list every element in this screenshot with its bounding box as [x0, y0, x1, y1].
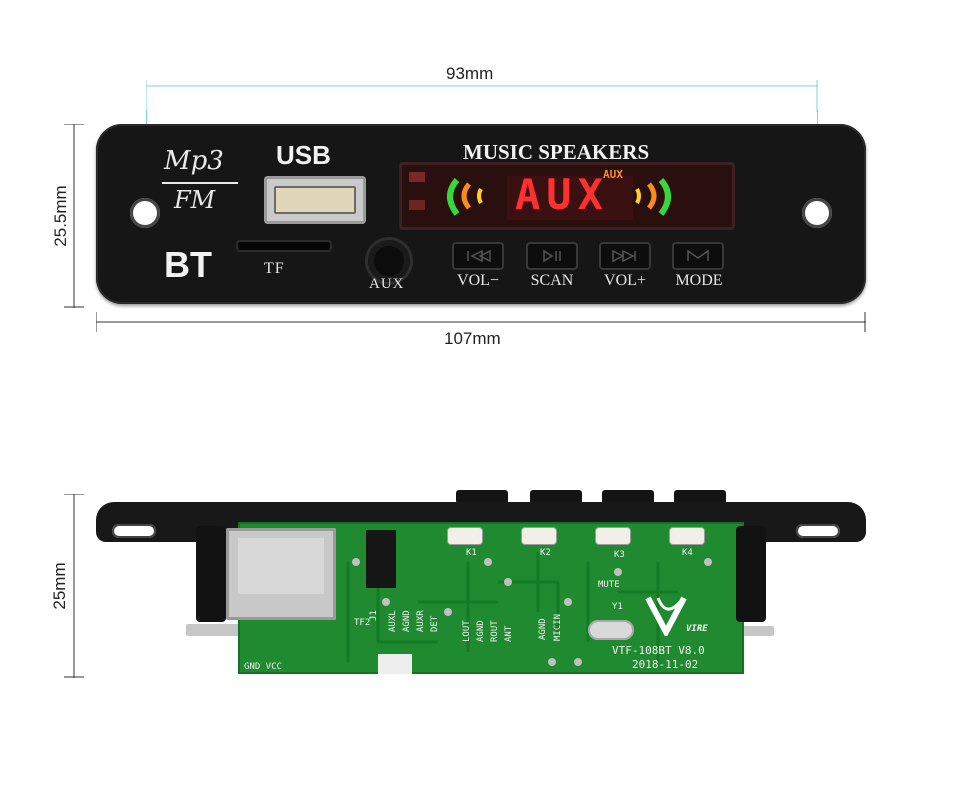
mode-button[interactable] — [672, 242, 724, 270]
aux-label: AUX — [369, 276, 405, 292]
left-mount-post — [196, 526, 226, 622]
top-height-label: 25.5mm — [51, 185, 70, 247]
usb-port-tongue — [274, 186, 356, 214]
k4-label: K4 — [682, 548, 693, 558]
left-mount-hole — [130, 198, 160, 228]
pin-auxl: AUXL — [388, 610, 398, 632]
pin-auxr: AUXR — [416, 610, 426, 632]
right-mount-hole — [802, 198, 832, 228]
vol-down-label: VOL− — [457, 272, 499, 289]
display-main-text: AUX — [515, 170, 609, 219]
mode-label: MODE — [675, 272, 723, 289]
bt-label: BT — [164, 244, 212, 285]
top-height-dimension — [64, 124, 84, 308]
sd-card-holder — [226, 528, 336, 620]
vol-down-button[interactable] — [452, 242, 504, 270]
scan-button[interactable] — [526, 242, 578, 270]
ic-chip — [366, 530, 396, 588]
pin-agnd-mid: AGND — [476, 620, 486, 642]
aux-jack — [368, 240, 410, 282]
music-speakers-title: MUSIC SPEAKERS — [463, 140, 650, 164]
k2-label: K2 — [540, 548, 551, 558]
k3-label: K3 — [614, 550, 625, 560]
right-mount-post — [736, 526, 766, 622]
overall-width-dimension: 107mm — [96, 312, 866, 348]
mp3-logo: Mp3 — [164, 146, 224, 176]
model-label: VTF-108BT V8.0 — [612, 644, 705, 657]
top-width-label: 93mm — [446, 64, 494, 83]
left-bracket — [186, 624, 240, 636]
vire-brand-label: VIRE — [686, 624, 708, 634]
scan-label: SCAN — [530, 272, 574, 289]
pin-micin: MICIN — [553, 613, 563, 641]
bottom-height-label: 25mm — [50, 562, 69, 610]
pin-lout: LOUT — [462, 620, 472, 642]
date-label: 2018-11-02 — [632, 658, 699, 671]
mute-label: MUTE — [598, 580, 620, 590]
right-ear-hole — [796, 524, 840, 538]
k1-label: K1 — [466, 548, 477, 558]
overall-width-label: 107mm — [444, 329, 501, 348]
button-caps-row — [456, 490, 726, 504]
k2-switch — [522, 528, 556, 544]
logo-divider — [162, 182, 238, 184]
pin-j1: J1 — [369, 610, 379, 621]
display-graphics — [409, 172, 671, 220]
tf-label: TF — [264, 260, 285, 277]
previous-icon — [467, 249, 491, 263]
vol-up-label: VOL+ — [604, 272, 646, 289]
usb-port — [264, 176, 366, 224]
pin-det: DET — [430, 615, 440, 632]
crystal-oscillator — [588, 620, 634, 640]
k1-switch — [448, 528, 482, 544]
y1-label: Y1 — [612, 602, 623, 612]
pin-rout: ROUT — [490, 620, 500, 642]
left-ear-hole — [112, 524, 156, 538]
white-connector — [378, 654, 412, 674]
vol-up-button[interactable] — [599, 242, 651, 270]
pin-ant: ANT — [504, 625, 514, 642]
tf-card-slot — [238, 242, 330, 250]
play-pause-icon — [543, 249, 561, 263]
right-bracket — [740, 626, 774, 636]
led-display: AUX AUX — [399, 162, 735, 230]
pin-agnd-right: AGND — [538, 618, 548, 640]
k4-switch — [670, 528, 704, 544]
top-width-dimension: 93mm — [146, 64, 818, 112]
next-icon — [612, 249, 636, 263]
bottom-height-dimension — [64, 494, 84, 678]
k3-switch — [596, 528, 630, 544]
display-small-text: AUX — [603, 168, 623, 181]
usb-label: USB — [276, 140, 331, 170]
fm-logo: FM — [174, 186, 216, 214]
mode-icon — [687, 249, 709, 261]
gnd-vcc-label: GND VCC — [244, 662, 282, 672]
pin-agnd: AGND — [402, 610, 412, 632]
tf2-label: TF2 — [354, 618, 371, 628]
pcb-traces — [346, 552, 712, 666]
vire-logo-icon — [644, 594, 688, 641]
